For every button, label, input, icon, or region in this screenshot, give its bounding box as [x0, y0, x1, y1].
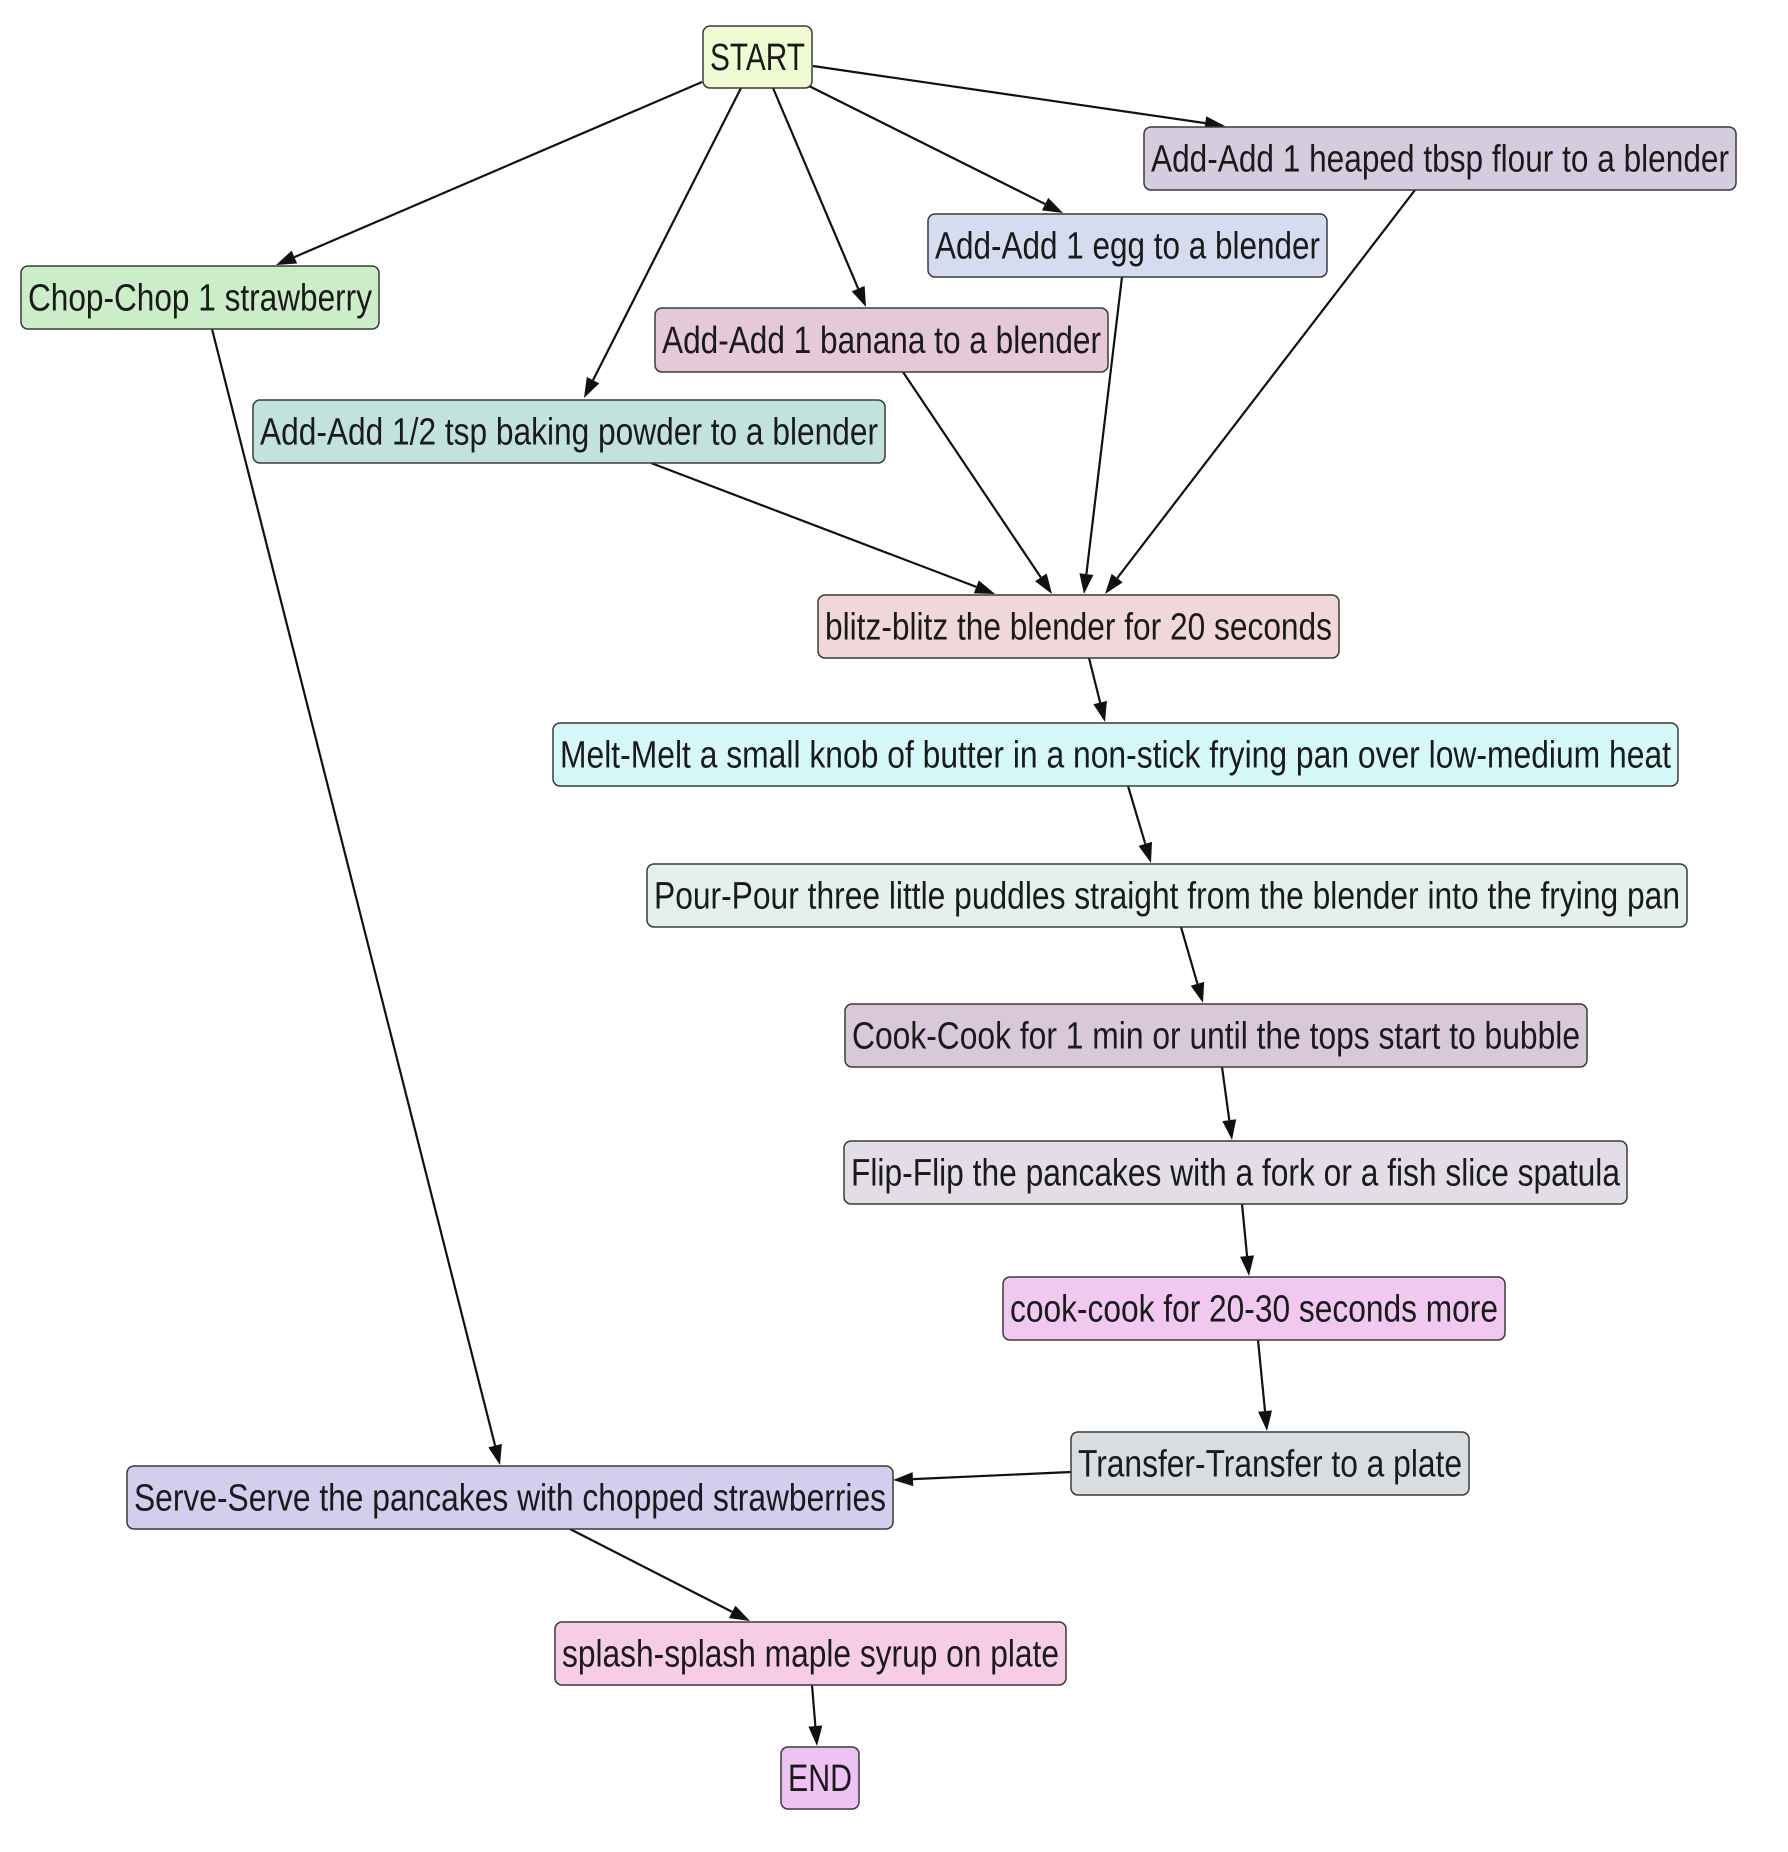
node-box-banana	[654, 307, 1109, 373]
node-flour: Add-Add 1 heaped tbsp flour to a blender	[1143, 126, 1737, 191]
arrowhead-start-to-egg	[1041, 197, 1063, 213]
arrowhead-splash-to-end	[808, 1725, 823, 1746]
edge-chop-to-serve	[210, 328, 497, 1446]
edge-flip-to-cook2	[1240, 1203, 1249, 1257]
node-label-end: END	[788, 1758, 852, 1800]
node-splash: splash-splash maple syrup on plate	[554, 1621, 1067, 1686]
node-label-splash: splash-splash maple syrup on plate	[562, 1634, 1059, 1676]
arrowhead-flour-to-blitz	[1105, 573, 1123, 594]
edge-serve-to-splash	[569, 1528, 733, 1613]
node-box-egg	[927, 213, 1328, 278]
node-box-splash	[554, 1621, 1067, 1686]
arrowhead-blitz-to-melt	[1093, 700, 1107, 722]
arrowhead-melt-to-pour	[1138, 841, 1152, 863]
node-label-transfer: Transfer-Transfer to a plate	[1078, 1444, 1462, 1486]
node-flip: Flip-Flip the pancakes with a fork or a …	[843, 1140, 1628, 1205]
node-box-flip	[843, 1140, 1628, 1205]
node-label-powder: Add-Add 1/2 tsp baking powder to a blend…	[260, 412, 878, 454]
node-egg: Add-Add 1 egg to a blender	[927, 213, 1328, 278]
edge-start-to-powder	[592, 87, 742, 381]
node-box-powder	[252, 399, 886, 464]
arrowhead-start-to-banana	[851, 285, 866, 307]
node-transfer: Transfer-Transfer to a plate	[1070, 1431, 1470, 1496]
node-label-serve: Serve-Serve the pancakes with chopped st…	[134, 1478, 886, 1520]
edge-cook2-to-transfer	[1256, 1339, 1267, 1412]
edge-start-to-chop	[293, 80, 703, 259]
edge-transfer-to-serve	[912, 1470, 1072, 1481]
node-cook2: cook-cook for 20-30 seconds more	[1002, 1276, 1506, 1341]
edge-flour-to-blitz	[1116, 189, 1416, 579]
edge-egg-to-blitz	[1085, 276, 1124, 575]
node-powder: Add-Add 1/2 tsp baking powder to a blend…	[252, 399, 886, 464]
node-box-start	[702, 25, 813, 89]
node-box-melt	[552, 722, 1679, 787]
node-box-cook1	[844, 1003, 1588, 1068]
node-box-serve	[126, 1465, 894, 1530]
node-label-blitz: blitz-blitz the blender for 20 seconds	[825, 607, 1332, 649]
edge-banana-to-blitz	[902, 371, 1042, 579]
arrowhead-banana-to-blitz	[1035, 573, 1052, 594]
edge-start-to-egg	[808, 85, 1046, 206]
edge-melt-to-pour	[1126, 785, 1147, 845]
edge-powder-to-blitz	[650, 461, 977, 588]
node-banana: Add-Add 1 banana to a blender	[654, 307, 1109, 373]
node-label-banana: Add-Add 1 banana to a blender	[662, 320, 1101, 362]
node-cook1: Cook-Cook for 1 min or until the tops st…	[844, 1003, 1588, 1068]
edge-cook1-to-flip	[1220, 1066, 1231, 1121]
node-label-cook1: Cook-Cook for 1 min or until the tops st…	[852, 1016, 1580, 1058]
node-box-chop	[20, 265, 380, 330]
node-box-cook2	[1002, 1276, 1506, 1341]
node-label-chop: Chop-Chop 1 strawberry	[28, 278, 372, 320]
arrowhead-serve-to-splash	[729, 1605, 750, 1621]
node-box-pour	[646, 863, 1688, 928]
arrowhead-chop-to-serve	[488, 1443, 502, 1465]
node-pour: Pour-Pour three little puddles straight …	[646, 863, 1688, 928]
node-chop: Chop-Chop 1 strawberry	[20, 265, 380, 330]
edge-blitz-to-melt	[1087, 657, 1102, 703]
node-box-flour	[1143, 126, 1737, 191]
node-serve: Serve-Serve the pancakes with chopped st…	[126, 1465, 894, 1530]
arrowhead-cook1-to-flip	[1222, 1119, 1237, 1140]
node-label-flip: Flip-Flip the pancakes with a fork or a …	[851, 1153, 1621, 1195]
arrowhead-start-to-chop	[276, 250, 298, 265]
node-blitz: blitz-blitz the blender for 20 seconds	[817, 594, 1340, 659]
node-start: START	[702, 25, 813, 89]
node-label-start: START	[710, 37, 805, 79]
node-label-egg: Add-Add 1 egg to a blender	[935, 226, 1320, 268]
arrowhead-cook2-to-transfer	[1258, 1410, 1272, 1431]
node-label-cook2: cook-cook for 20-30 seconds more	[1010, 1289, 1498, 1331]
node-box-end	[780, 1746, 860, 1810]
node-melt: Melt-Melt a small knob of butter in a no…	[552, 722, 1679, 787]
node-end: END	[780, 1746, 860, 1810]
edge-start-to-banana	[771, 87, 860, 290]
node-box-transfer	[1070, 1431, 1470, 1496]
node-label-pour: Pour-Pour three little puddles straight …	[654, 876, 1680, 918]
node-label-flour: Add-Add 1 heaped tbsp flour to a blender	[1151, 139, 1729, 181]
edge-pour-to-cook1	[1179, 926, 1199, 985]
node-label-melt: Melt-Melt a small knob of butter in a no…	[560, 735, 1671, 777]
arrowhead-transfer-to-serve	[893, 1472, 914, 1487]
arrowhead-pour-to-cook1	[1190, 981, 1205, 1003]
arrowhead-powder-to-blitz	[973, 580, 995, 594]
arrowhead-start-to-powder	[584, 376, 600, 398]
edge-start-to-flour	[812, 64, 1206, 125]
arrowhead-egg-to-blitz	[1079, 573, 1094, 594]
edge-splash-to-end	[810, 1684, 817, 1727]
node-box-blitz	[817, 594, 1340, 659]
arrowhead-flip-to-cook2	[1240, 1255, 1255, 1276]
